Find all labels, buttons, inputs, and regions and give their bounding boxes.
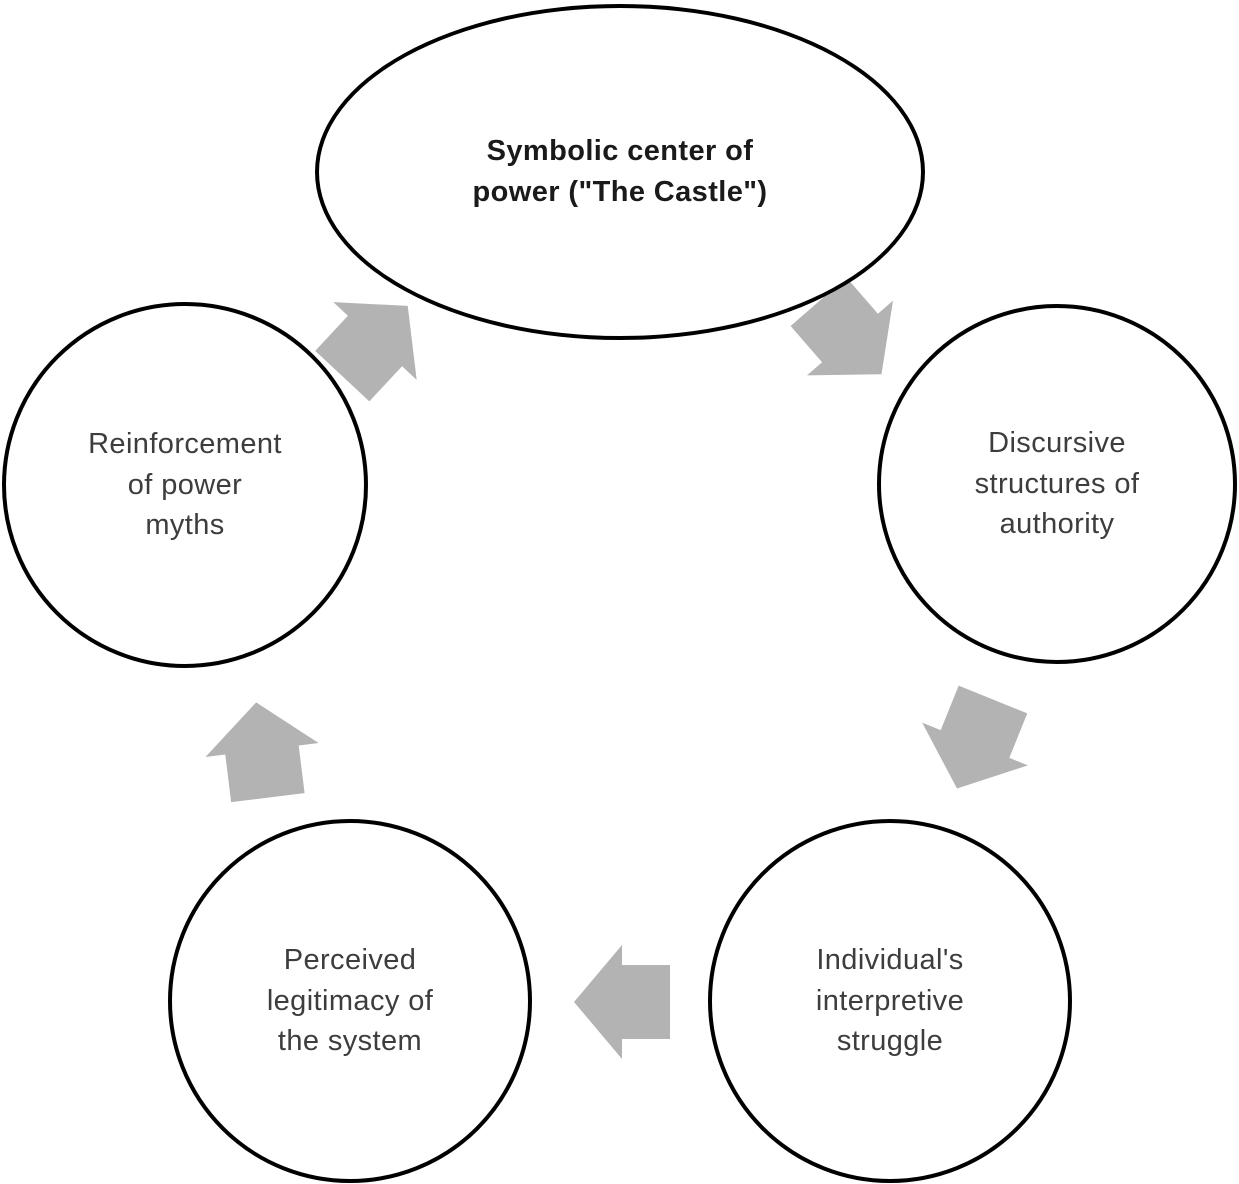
node-label-line: authority [999,508,1115,541]
arrow-legitimacy-to-reinforcement-icon [205,702,319,803]
node-label-line: myths [145,509,225,542]
node-label-line: Perceived [283,944,417,977]
node-discursive-structures: Discursive structures of authority [877,304,1237,664]
node-label-line: the system [277,1025,423,1058]
node-label-line: Individual's [816,944,964,977]
node-label-line: struggle [836,1025,944,1058]
node-symbolic-center: Symbolic center of power ("The Castle") [315,4,925,340]
node-reinforcement-myths: Reinforcement of power myths [2,302,368,668]
node-individual-struggle: Individual's interpretive struggle [708,819,1072,1183]
node-label-line: interpretive [815,984,965,1017]
node-label-line: power ("The Castle") [472,176,768,208]
node-perceived-legitimacy: Perceived legitimacy of the system [168,819,532,1183]
node-label-line: legitimacy of [266,984,434,1017]
node-label-line: Symbolic center of [486,135,754,168]
arrow-individual-to-legitimacy-icon [574,945,670,1059]
node-label-line: of power [127,468,243,501]
node-label-line: structures of [974,467,1140,500]
arrow-discursive-to-individual-icon [922,685,1028,789]
node-label-line: Discursive [988,427,1126,460]
node-label-line: Reinforcement [88,428,282,461]
